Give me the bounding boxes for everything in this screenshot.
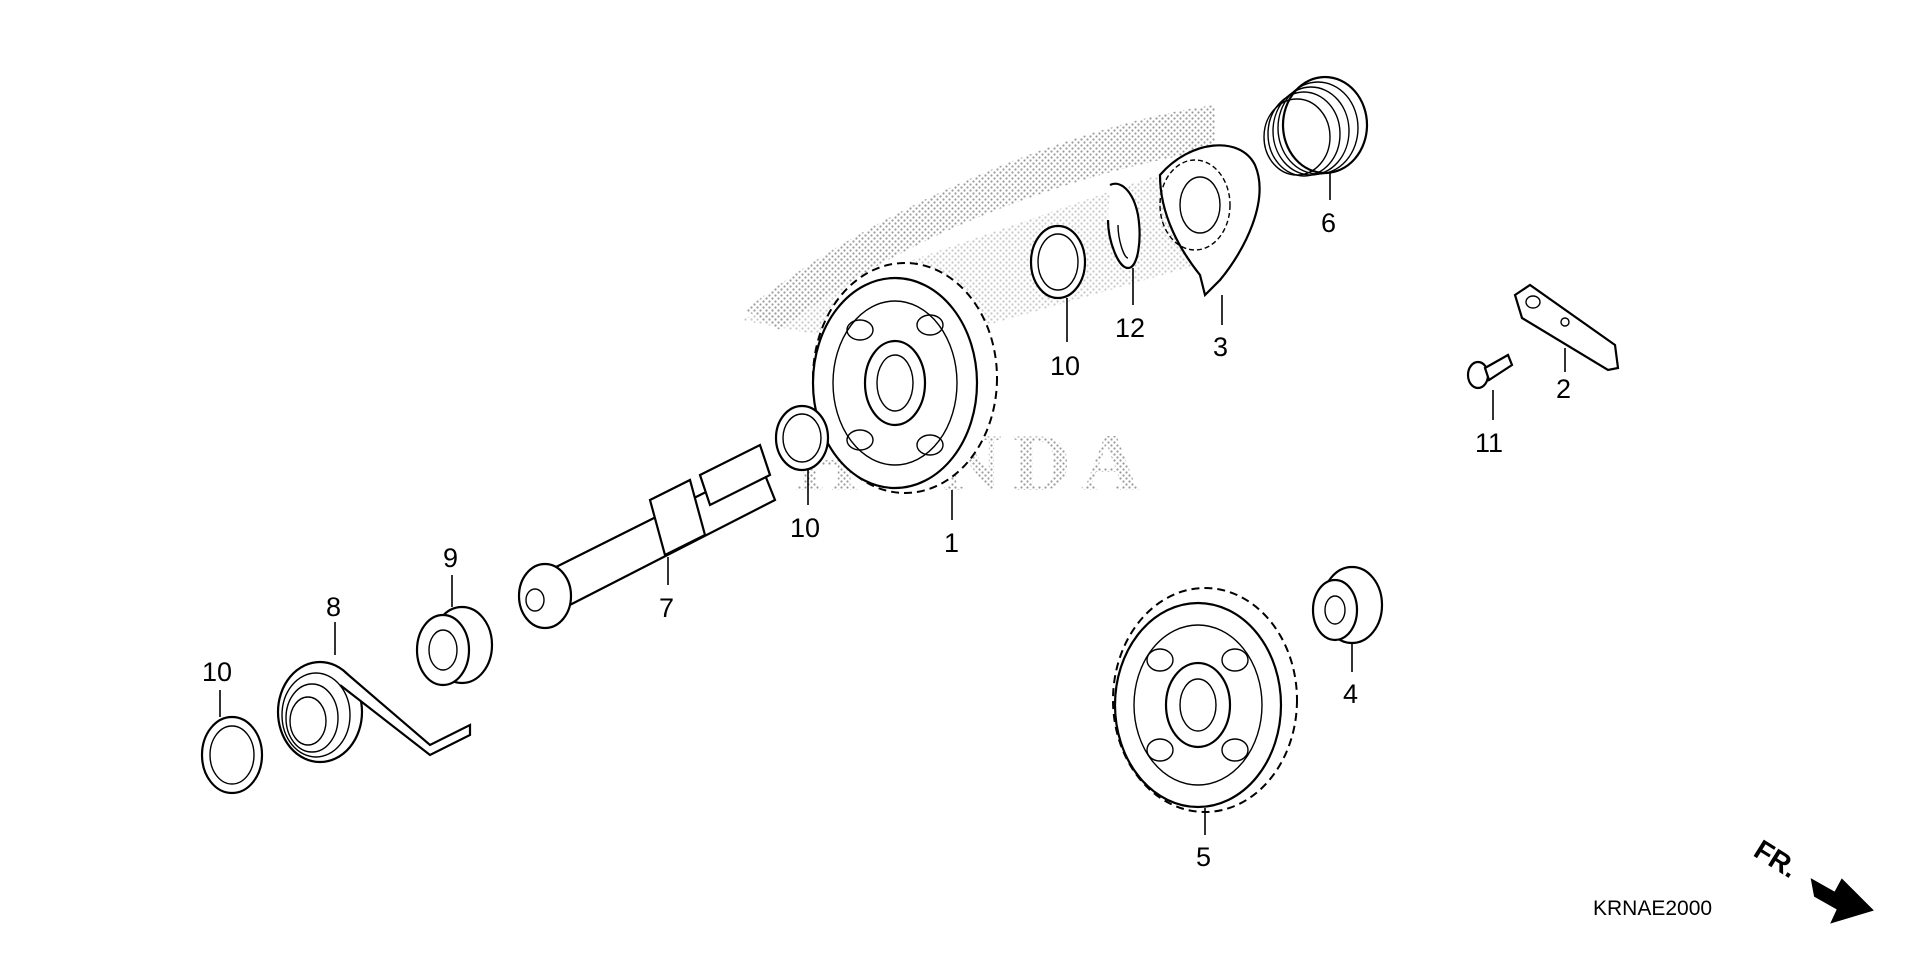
part-7-spindle: [517, 443, 777, 630]
label-part-12: 12: [1115, 313, 1145, 343]
direction-label: FR.: [1749, 834, 1804, 884]
arrow-right-icon: [1810, 878, 1874, 924]
leader-lines: [219, 172, 1566, 835]
part-10-washer-a: [774, 404, 830, 472]
callout-labels: 1 2 3 4 5 6 7 8 9 10 10 10 11 12: [202, 208, 1571, 872]
label-part-7: 7: [659, 593, 674, 623]
label-part-8: 8: [326, 592, 341, 622]
part-2-plate: [1513, 283, 1620, 372]
part-1-gear: [811, 262, 998, 494]
label-part-5: 5: [1196, 842, 1211, 872]
label-part-9: 9: [443, 543, 458, 573]
part-11-bolt: [1466, 353, 1514, 390]
part-10-washer-b: [1029, 224, 1087, 300]
label-part-3: 3: [1213, 332, 1228, 362]
label-part-11: 11: [1475, 428, 1503, 458]
part-9-collar: [415, 605, 494, 687]
label-part-2: 2: [1556, 374, 1571, 404]
label-part-10-b: 10: [1050, 351, 1080, 381]
part-8-spring: [276, 660, 472, 764]
label-part-1: 1: [944, 528, 959, 558]
part-12-circlip: [1106, 182, 1141, 270]
part-4-bushing: [1311, 565, 1384, 645]
diagram-code: KRNAE2000: [1593, 897, 1712, 920]
label-part-4: 4: [1343, 679, 1358, 709]
part-3-ratchet: [1158, 144, 1261, 298]
label-part-10-a: 10: [790, 513, 820, 543]
part-6-spring: [1263, 75, 1369, 177]
part-5-gear: [1112, 587, 1298, 813]
label-part-10-c: 10: [202, 657, 232, 687]
part-10-washer-c: [200, 715, 264, 795]
label-part-6: 6: [1321, 208, 1336, 238]
front-direction-arrow: FR.: [1749, 834, 1874, 924]
